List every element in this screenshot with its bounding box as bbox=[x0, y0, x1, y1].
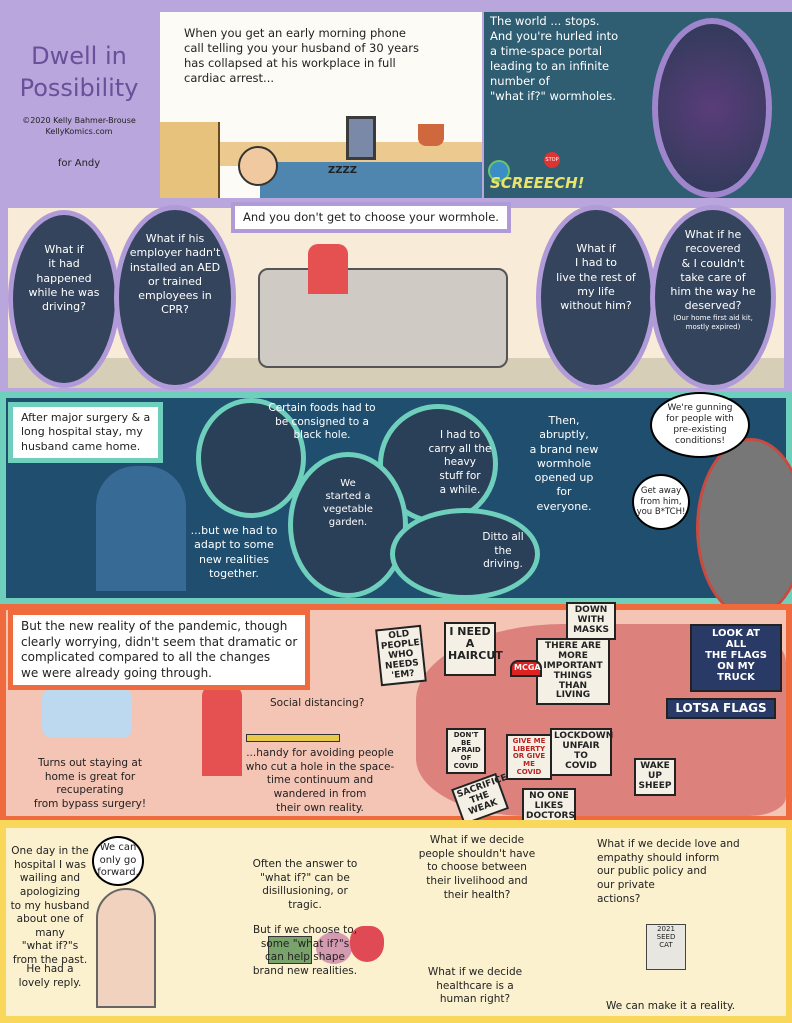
brain-icon bbox=[316, 932, 352, 964]
oval-caretaking-text: What if he recovered & I couldn't take c… bbox=[670, 228, 756, 313]
sofa bbox=[42, 688, 132, 738]
cactus-pot bbox=[418, 124, 444, 146]
caption-wormhole: And you don't get to choose your wormhol… bbox=[231, 202, 511, 233]
copyright: ©2020 Kelly Bahmer-Brouse bbox=[22, 116, 136, 125]
panel1-narration: When you get an early morning phone call… bbox=[184, 26, 419, 85]
first-aid-note: (Our home first aid kit, mostly expired) bbox=[673, 314, 753, 332]
dedication: for Andy bbox=[57, 158, 101, 169]
sign-wake-up-sheep: WAKE UP SHEEP bbox=[634, 758, 676, 796]
oval-aed-text: What if his employer hadn't installed an… bbox=[129, 232, 221, 317]
earth-icon bbox=[488, 160, 510, 182]
red-hat: MCGA bbox=[510, 660, 542, 677]
foods-text: Certain foods had to be consigned to a b… bbox=[268, 402, 376, 442]
story-text: One day in the hospital I was wailing an… bbox=[10, 845, 90, 967]
oval-alone: What if I had to live the rest of my lif… bbox=[536, 205, 656, 390]
bubble-foods bbox=[196, 398, 306, 518]
sign-lockdown: LOCKDOWN UNFAIR TO COVID bbox=[550, 728, 613, 776]
stop-sign-icon: STOP bbox=[544, 152, 560, 168]
reply-text: He had a lovely reply. bbox=[18, 963, 82, 989]
healthcare-text: What if we decide healthcare is a human … bbox=[427, 966, 523, 1006]
title-line1: Dwell in bbox=[31, 42, 127, 70]
distancing-text: Social distancing? bbox=[270, 697, 365, 709]
heart-icon bbox=[350, 926, 384, 962]
oval-driving-text: What if it had happened while he was dri… bbox=[28, 243, 100, 314]
wormhole-portal bbox=[652, 18, 772, 198]
sign-no-one-likes-doctors: NO ONE LIKES DOCTORS bbox=[522, 788, 576, 826]
panel-wormhole-portal: The world ... stops. And you're hurled i… bbox=[484, 12, 792, 198]
snore-text: ZZZZ bbox=[328, 165, 358, 176]
speech-husband: We can only go forward. bbox=[92, 836, 144, 886]
livelihood-text: What if we decide people shouldn't have … bbox=[418, 834, 536, 901]
garden-text: We started a vegetable garden. bbox=[323, 478, 373, 528]
sign-liberty-covid: GIVE ME LIBERTY OR GIVE ME COVID bbox=[506, 734, 552, 781]
oval-aed: What if his employer hadn't installed an… bbox=[114, 205, 236, 390]
adapt-text: ...but we had to adapt to some new reali… bbox=[190, 524, 278, 580]
oval-alone-text: What if I had to live the rest of my lif… bbox=[556, 242, 636, 313]
money-stack-icon bbox=[268, 936, 312, 964]
sign-old-people: OLD PEOPLE: WHO NEEDS 'EM? bbox=[375, 624, 427, 687]
screech-text: SCREEECH! bbox=[490, 174, 585, 192]
husband-hospital-bed bbox=[96, 888, 156, 1008]
photo-frame bbox=[346, 116, 376, 160]
new-wormhole-text: Then, abruptly, a brand new wormhole ope… bbox=[529, 414, 599, 513]
oval-caretaking: What if he recovered & I couldn't take c… bbox=[650, 205, 776, 390]
coronavirus bbox=[696, 438, 792, 618]
sign-dont-be-afraid: DON'T BE AFRAID OF COVID bbox=[446, 728, 486, 775]
tape-measure bbox=[246, 734, 340, 742]
sign-haircut: I NEED A HAIRCUT bbox=[444, 622, 503, 676]
answer-text: Often the answer to "what if?" can be di… bbox=[252, 858, 358, 911]
seed-catalog: 2021 SEED CAT bbox=[646, 924, 686, 970]
sign-masks: DOWN WITH MASKS bbox=[566, 602, 616, 640]
caption-pandemic: But the new reality of the pandemic, tho… bbox=[8, 610, 311, 691]
woman-tape-measure bbox=[202, 686, 242, 776]
sleeping-woman bbox=[238, 146, 278, 186]
caption-home: After major surgery & a long hospital st… bbox=[8, 402, 164, 463]
website: KellyKomics.com bbox=[45, 127, 113, 136]
closing-text: We can make it a reality. bbox=[606, 1000, 736, 1012]
oval-driving: What if it had happened while he was dri… bbox=[8, 210, 120, 388]
bed-headboard bbox=[160, 122, 220, 198]
love-text: What if we decide love and empathy shoul… bbox=[597, 838, 740, 905]
bubble-driving: Ditto all the driving. bbox=[390, 508, 540, 600]
couple-illustration bbox=[96, 466, 186, 591]
carry-text: I had to carry all the heavy stuff for a… bbox=[428, 429, 492, 496]
blanket bbox=[260, 162, 482, 198]
speech-virus: We're gunning for people with pre-existi… bbox=[650, 392, 750, 458]
home-text: Turns out staying at home is great for r… bbox=[33, 757, 147, 810]
driving-text: Ditto all the driving. bbox=[482, 531, 524, 571]
panel2-narration: The world ... stops. And you're hurled i… bbox=[490, 14, 619, 103]
title-line2: Possibility bbox=[19, 74, 139, 103]
sign-important-things: THERE ARE MORE IMPORTANT THINGS THAN LIV… bbox=[536, 638, 610, 706]
choose-text: But if we choose to, some "what if?"s ca… bbox=[252, 924, 358, 977]
comic-title: Dwell in Possibility bbox=[0, 40, 158, 105]
panel-phone-call: When you get an early morning phone call… bbox=[160, 12, 482, 198]
speech-wife: Get away from him, you B*TCH! bbox=[632, 474, 690, 530]
hospital-bed bbox=[258, 268, 508, 368]
flag-lotsa-flags: LOTSA FLAGS bbox=[666, 698, 776, 720]
handy-text: ...handy for avoiding people who cut a h… bbox=[245, 747, 395, 814]
crying-wife bbox=[308, 244, 348, 294]
bubble-garden: We started a vegetable garden. bbox=[288, 452, 408, 598]
flag-look-at-flags: LOOK AT ALL THE FLAGS ON MY TRUCK bbox=[690, 624, 782, 692]
